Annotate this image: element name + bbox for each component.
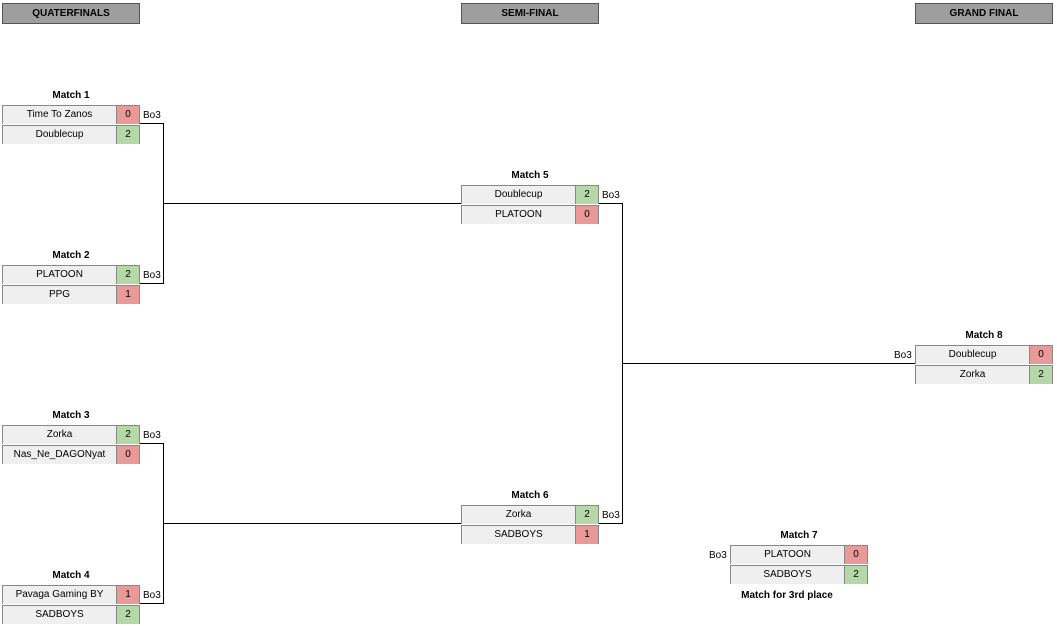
match-8-title: Match 8	[965, 330, 1003, 341]
match-7-footnote: Match for 3rd place	[741, 590, 833, 601]
team-score: 2	[576, 506, 598, 524]
match-1-team-1[interactable]: Time To Zanos 0	[2, 105, 140, 124]
match-2-team-1[interactable]: PLATOON 2	[2, 265, 140, 284]
team-name: PLATOON	[462, 206, 576, 224]
match-2-team-2[interactable]: PPG 1	[2, 285, 140, 304]
team-name: Time To Zanos	[3, 106, 117, 124]
team-name: Nas_Ne_DAGONyat	[3, 446, 117, 464]
match-6-team-1[interactable]: Zorka 2	[461, 505, 599, 524]
connector-line	[622, 363, 915, 364]
match-5-format: Bo3	[602, 190, 620, 201]
match-8-format: Bo3	[894, 350, 912, 361]
team-name: Zorka	[462, 506, 576, 524]
connector-line	[140, 123, 163, 124]
match-4-team-2[interactable]: SADBOYS 2	[2, 605, 140, 624]
connector-line	[140, 443, 163, 444]
team-name: SADBOYS	[731, 566, 845, 584]
team-score: 2	[117, 606, 139, 624]
match-1-format: Bo3	[143, 110, 161, 121]
team-name: Zorka	[3, 426, 117, 444]
match-5-title: Match 5	[511, 170, 549, 181]
connector-line	[163, 203, 461, 204]
match-3-format: Bo3	[143, 430, 161, 441]
team-score: 2	[845, 566, 867, 584]
match-3-title: Match 3	[52, 410, 90, 421]
team-score: 1	[576, 526, 598, 544]
match-6-team-2[interactable]: SADBOYS 1	[461, 525, 599, 544]
connector-line	[599, 523, 622, 524]
team-score: 2	[576, 186, 598, 204]
match-2-format: Bo3	[143, 270, 161, 281]
team-score: 2	[117, 266, 139, 284]
team-score: 0	[117, 446, 139, 464]
match-7-title: Match 7	[780, 530, 818, 541]
team-score: 0	[576, 206, 598, 224]
match-3-team-2[interactable]: Nas_Ne_DAGONyat 0	[2, 445, 140, 464]
match-7-team-1[interactable]: PLATOON 0	[730, 545, 868, 564]
match-2-title: Match 2	[52, 250, 90, 261]
team-name: SADBOYS	[3, 606, 117, 624]
match-4-title: Match 4	[52, 570, 90, 581]
team-score: 2	[117, 426, 139, 444]
team-name: PLATOON	[3, 266, 117, 284]
team-score: 0	[117, 106, 139, 124]
match-3-team-1[interactable]: Zorka 2	[2, 425, 140, 444]
match-1-team-2[interactable]: Doublecup 2	[2, 125, 140, 144]
team-score: 2	[1030, 366, 1052, 384]
team-score: 0	[845, 546, 867, 564]
team-score: 2	[117, 126, 139, 144]
team-score: 1	[117, 586, 139, 604]
stage-header-quarterfinals: QUATERFINALS	[2, 3, 140, 24]
connector-line	[140, 603, 163, 604]
match-6-format: Bo3	[602, 510, 620, 521]
team-score: 0	[1030, 346, 1052, 364]
match-7-format: Bo3	[709, 550, 727, 561]
team-name: Pavaga Gaming BY	[3, 586, 117, 604]
match-8-team-2[interactable]: Zorka 2	[915, 365, 1053, 384]
connector-line	[140, 283, 163, 284]
connector-line	[163, 523, 461, 524]
connector-line	[599, 203, 622, 204]
match-8-team-1[interactable]: Doublecup 0	[915, 345, 1053, 364]
match-1-title: Match 1	[52, 90, 90, 101]
team-name: Zorka	[916, 366, 1030, 384]
team-name: Doublecup	[916, 346, 1030, 364]
team-name: PPG	[3, 286, 117, 304]
team-name: SADBOYS	[462, 526, 576, 544]
match-7-team-2[interactable]: SADBOYS 2	[730, 565, 868, 584]
team-name: Doublecup	[3, 126, 117, 144]
team-name: PLATOON	[731, 546, 845, 564]
stage-header-grand-final: GRAND FINAL	[915, 3, 1053, 24]
stage-header-semifinal: SEMI-FINAL	[461, 3, 599, 24]
match-6-title: Match 6	[511, 490, 549, 501]
match-4-team-1[interactable]: Pavaga Gaming BY 1	[2, 585, 140, 604]
match-5-team-2[interactable]: PLATOON 0	[461, 205, 599, 224]
match-5-team-1[interactable]: Doublecup 2	[461, 185, 599, 204]
team-score: 1	[117, 286, 139, 304]
team-name: Doublecup	[462, 186, 576, 204]
match-4-format: Bo3	[143, 590, 161, 601]
